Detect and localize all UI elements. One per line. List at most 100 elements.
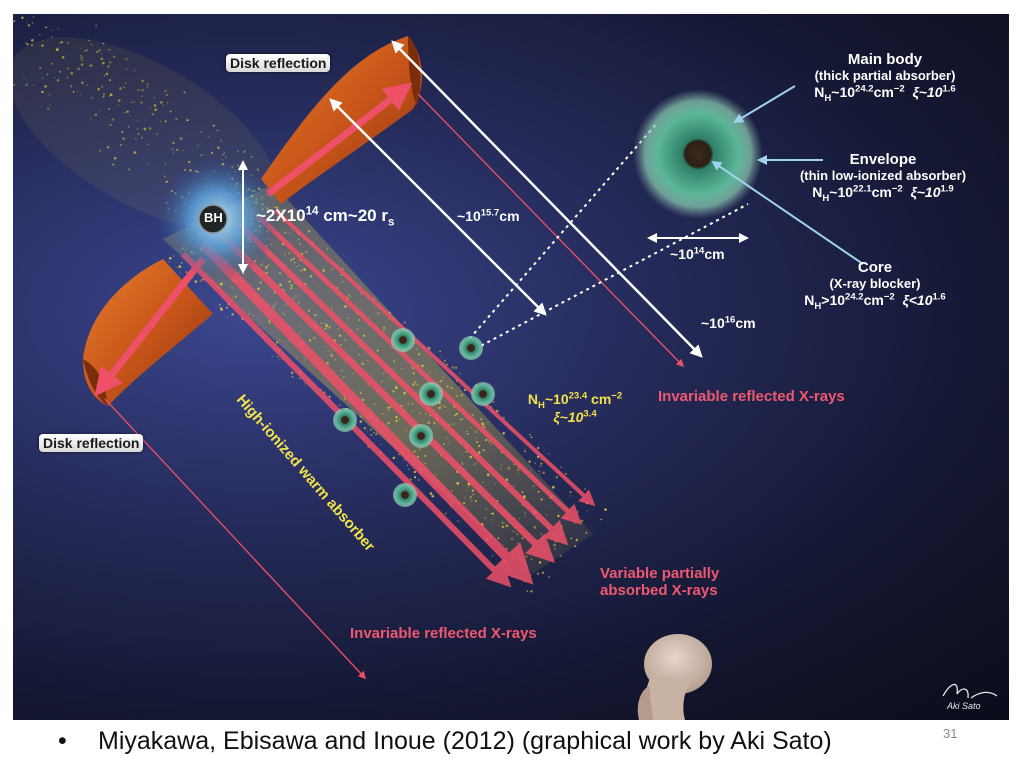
dust-particle: [159, 101, 163, 104]
dust-particle: [528, 460, 531, 463]
dust-particle: [166, 93, 168, 96]
dust-particle: [304, 383, 307, 385]
dust-particle: [328, 326, 332, 329]
dust-particle: [107, 49, 109, 51]
dust-particle: [482, 448, 485, 452]
dust-particle: [540, 462, 543, 465]
dust-particle: [103, 93, 105, 95]
dust-particle: [27, 24, 31, 27]
dust-particle: [23, 76, 25, 78]
dust-particle: [331, 306, 333, 308]
dust-particle: [169, 110, 172, 113]
dust-particle: [487, 421, 490, 424]
dust-particle: [495, 409, 499, 413]
dust-particle: [141, 79, 144, 83]
label-core: Core (X-ray blocker) NH>1024.2cm−2 ξ<101…: [804, 259, 946, 312]
dust-particle: [46, 107, 50, 111]
caption-bullet: •: [58, 727, 67, 755]
dust-particle: [216, 129, 219, 132]
dust-particle: [532, 485, 535, 487]
dust-particle: [98, 49, 101, 52]
dust-particle: [297, 325, 300, 327]
dust-particle: [80, 55, 82, 57]
dust-particle: [268, 319, 270, 321]
dust-particle: [25, 42, 28, 45]
dust-particle: [474, 499, 478, 503]
dust-particle: [490, 443, 493, 446]
dust-particle: [187, 160, 191, 164]
dust-particle: [308, 310, 310, 312]
dust-particle: [577, 538, 579, 540]
dust-particle: [70, 72, 74, 75]
dust-particle: [526, 590, 529, 592]
dust-particle: [312, 336, 316, 340]
dust-particle: [488, 440, 491, 443]
dust-particle: [109, 93, 113, 97]
dust-particle: [176, 267, 178, 269]
dust-particle: [260, 263, 264, 266]
dust-particle: [555, 476, 558, 479]
dust-particle: [125, 57, 128, 61]
dust-particle: [100, 85, 104, 89]
dust-particle: [146, 83, 149, 85]
dust-particle: [521, 560, 524, 563]
dust-particle: [367, 359, 369, 361]
dust-particle: [491, 519, 494, 521]
dust-particle: [513, 485, 516, 488]
dust-particle: [164, 163, 167, 165]
dust-particle: [199, 154, 201, 156]
dust-particle: [88, 39, 90, 42]
dust-particle: [309, 275, 313, 278]
dust-particle: [282, 312, 285, 315]
dust-particle: [373, 431, 375, 434]
dust-particle: [586, 510, 588, 512]
dust-particle: [474, 430, 478, 434]
dust-particle: [548, 453, 550, 455]
dust-particle: [51, 29, 54, 32]
dust-particle: [338, 334, 342, 337]
dust-particle: [324, 327, 327, 330]
dust-particle: [278, 272, 282, 275]
dust-particle: [295, 289, 297, 291]
dust-particle: [481, 423, 485, 426]
label-distance-157: ~1015.7cm: [457, 207, 520, 224]
dust-particle: [413, 470, 416, 474]
dust-particle: [113, 156, 117, 160]
dust-particle: [257, 287, 260, 291]
dust-particle: [273, 308, 275, 310]
dust-particle: [517, 468, 520, 472]
dust-particle: [501, 564, 504, 567]
dust-particle: [470, 497, 472, 499]
dust-particle: [269, 322, 271, 324]
dust-particle: [118, 99, 121, 102]
dust-particle: [398, 453, 400, 456]
dust-particle: [413, 450, 416, 453]
dust-particle: [84, 49, 87, 52]
dust-particle: [288, 280, 291, 283]
dust-particle: [501, 522, 503, 524]
dust-particle: [554, 540, 558, 543]
dust-particle: [153, 104, 157, 107]
dust-particle: [363, 427, 367, 430]
dust-particle: [123, 86, 126, 89]
dust-particle: [143, 127, 147, 131]
dust-particle: [67, 67, 69, 70]
dust-particle: [199, 130, 202, 134]
dust-particle: [300, 269, 302, 272]
dust-particle: [323, 266, 325, 268]
label-bh-size: ~2X1014 cm~20 rs: [256, 205, 395, 229]
dust-particle: [438, 406, 442, 410]
dust-particle: [103, 74, 106, 77]
dust-particle: [48, 93, 51, 96]
dust-particle: [275, 341, 278, 344]
dust-particle: [457, 519, 459, 522]
dust-particle: [406, 464, 409, 466]
dust-particle: [394, 386, 398, 389]
dust-particle: [148, 127, 152, 130]
dust-particle: [282, 341, 284, 343]
dust-particle: [72, 91, 75, 93]
dust-particle: [421, 364, 424, 368]
dust-particle: [476, 441, 479, 444]
dust-particle: [183, 91, 186, 94]
dust-particle: [361, 398, 365, 402]
